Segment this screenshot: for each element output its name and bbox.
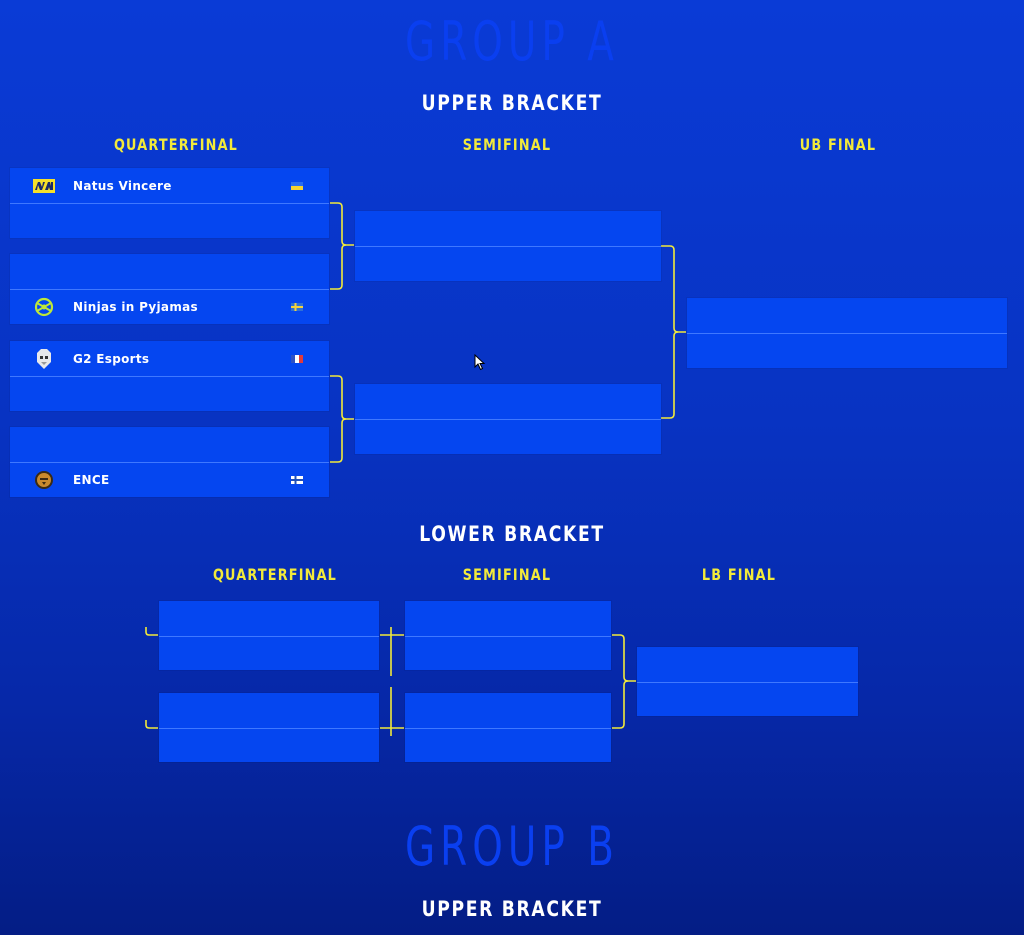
- team-slot-g2[interactable]: G2 Esports: [10, 341, 329, 377]
- ub-final-match[interactable]: [687, 298, 1007, 368]
- team-slot-empty[interactable]: [405, 693, 611, 729]
- team-slot-ence[interactable]: ENCE: [10, 462, 329, 497]
- group-b-title: GROUP B: [405, 815, 619, 878]
- mouse-cursor-icon: [474, 354, 486, 371]
- lb-final-label: LB FINAL: [701, 565, 777, 584]
- team-slot-empty[interactable]: [355, 384, 661, 420]
- team-name: G2 Esports: [73, 351, 150, 366]
- team-slot-empty[interactable]: [10, 254, 329, 290]
- group-b-upper-bracket-title: UPPER BRACKET: [421, 897, 603, 921]
- ub-quarterfinal-match-4[interactable]: ENCE: [10, 427, 329, 497]
- team-slot-empty[interactable]: [355, 419, 661, 454]
- group-a-title: GROUP A: [405, 10, 619, 73]
- lb-semifinal-match-2[interactable]: [405, 693, 611, 762]
- lb-quarterfinal-match-2[interactable]: [159, 693, 379, 762]
- ub-quarterfinal-match-2[interactable]: Ninjas in Pyjamas: [10, 254, 329, 324]
- ub-quarterfinal-match-3[interactable]: G2 Esports: [10, 341, 329, 411]
- lb-quarterfinal-label: QUARTERFINAL: [212, 565, 338, 584]
- team-name: Ninjas in Pyjamas: [73, 299, 198, 314]
- team-slot-empty[interactable]: [10, 376, 329, 411]
- team-slot-empty[interactable]: [10, 427, 329, 463]
- upper-bracket-title: UPPER BRACKET: [421, 91, 603, 115]
- team-name: ENCE: [73, 472, 110, 487]
- navi-logo-icon: [33, 175, 55, 197]
- team-slot-empty[interactable]: [10, 203, 329, 238]
- team-slot-empty[interactable]: [687, 298, 1007, 334]
- team-slot-empty[interactable]: [637, 682, 858, 717]
- team-name: Natus Vincere: [73, 178, 172, 193]
- ub-semifinal-match-1[interactable]: [355, 211, 661, 281]
- ub-final-label: UB FINAL: [799, 135, 877, 154]
- ub-semifinal-match-2[interactable]: [355, 384, 661, 454]
- lb-quarterfinal-match-1[interactable]: [159, 601, 379, 670]
- ence-logo-icon: [33, 469, 55, 491]
- team-slot-empty[interactable]: [637, 647, 858, 683]
- team-slot-empty[interactable]: [405, 601, 611, 637]
- g2-logo-icon: [33, 348, 55, 370]
- france-flag-icon: [291, 354, 303, 363]
- team-slot-empty[interactable]: [159, 636, 379, 671]
- team-slot-empty[interactable]: [159, 693, 379, 729]
- sweden-flag-icon: [291, 302, 303, 311]
- lower-bracket-title: LOWER BRACKET: [419, 522, 605, 546]
- team-slot-empty[interactable]: [159, 728, 379, 763]
- team-slot-empty[interactable]: [355, 211, 661, 247]
- ub-quarterfinal-match-1[interactable]: Natus Vincere: [10, 168, 329, 238]
- ub-semifinal-label: SEMIFINAL: [462, 135, 552, 154]
- lb-semifinal-match-1[interactable]: [405, 601, 611, 670]
- team-slot-nip[interactable]: Ninjas in Pyjamas: [10, 289, 329, 324]
- team-slot-empty[interactable]: [159, 601, 379, 637]
- ukraine-flag-icon: [291, 181, 303, 190]
- finland-flag-icon: [291, 475, 303, 484]
- team-slot-empty[interactable]: [405, 728, 611, 763]
- lb-final-match[interactable]: [637, 647, 858, 716]
- ub-quarterfinal-label: QUARTERFINAL: [113, 135, 239, 154]
- team-slot-empty[interactable]: [405, 636, 611, 671]
- nip-logo-icon: [33, 296, 55, 318]
- lb-semifinal-label: SEMIFINAL: [462, 565, 552, 584]
- team-slot-empty[interactable]: [355, 246, 661, 281]
- team-slot-empty[interactable]: [687, 333, 1007, 368]
- team-slot-navi[interactable]: Natus Vincere: [10, 168, 329, 204]
